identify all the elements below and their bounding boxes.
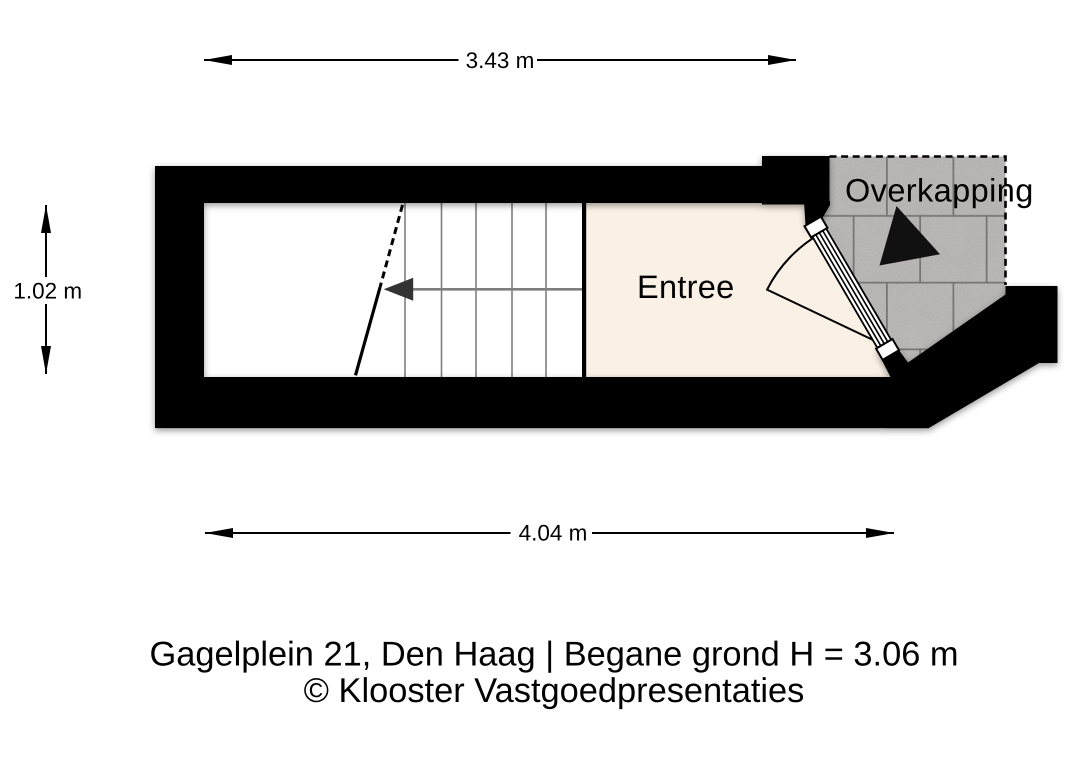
svg-text:© Klooster Vastgoedpresentatie: © Klooster Vastgoedpresentaties: [304, 672, 805, 710]
svg-text:Overkapping: Overkapping: [845, 173, 1034, 209]
svg-text:Entree: Entree: [637, 269, 735, 305]
svg-text:3.43 m: 3.43 m: [466, 48, 535, 73]
svg-text:1.02 m: 1.02 m: [13, 279, 82, 304]
svg-text:Gagelplein 21, Den Haag | Bega: Gagelplein 21, Den Haag | Begane grond H…: [149, 636, 958, 674]
svg-text:4.04 m: 4.04 m: [519, 521, 588, 546]
